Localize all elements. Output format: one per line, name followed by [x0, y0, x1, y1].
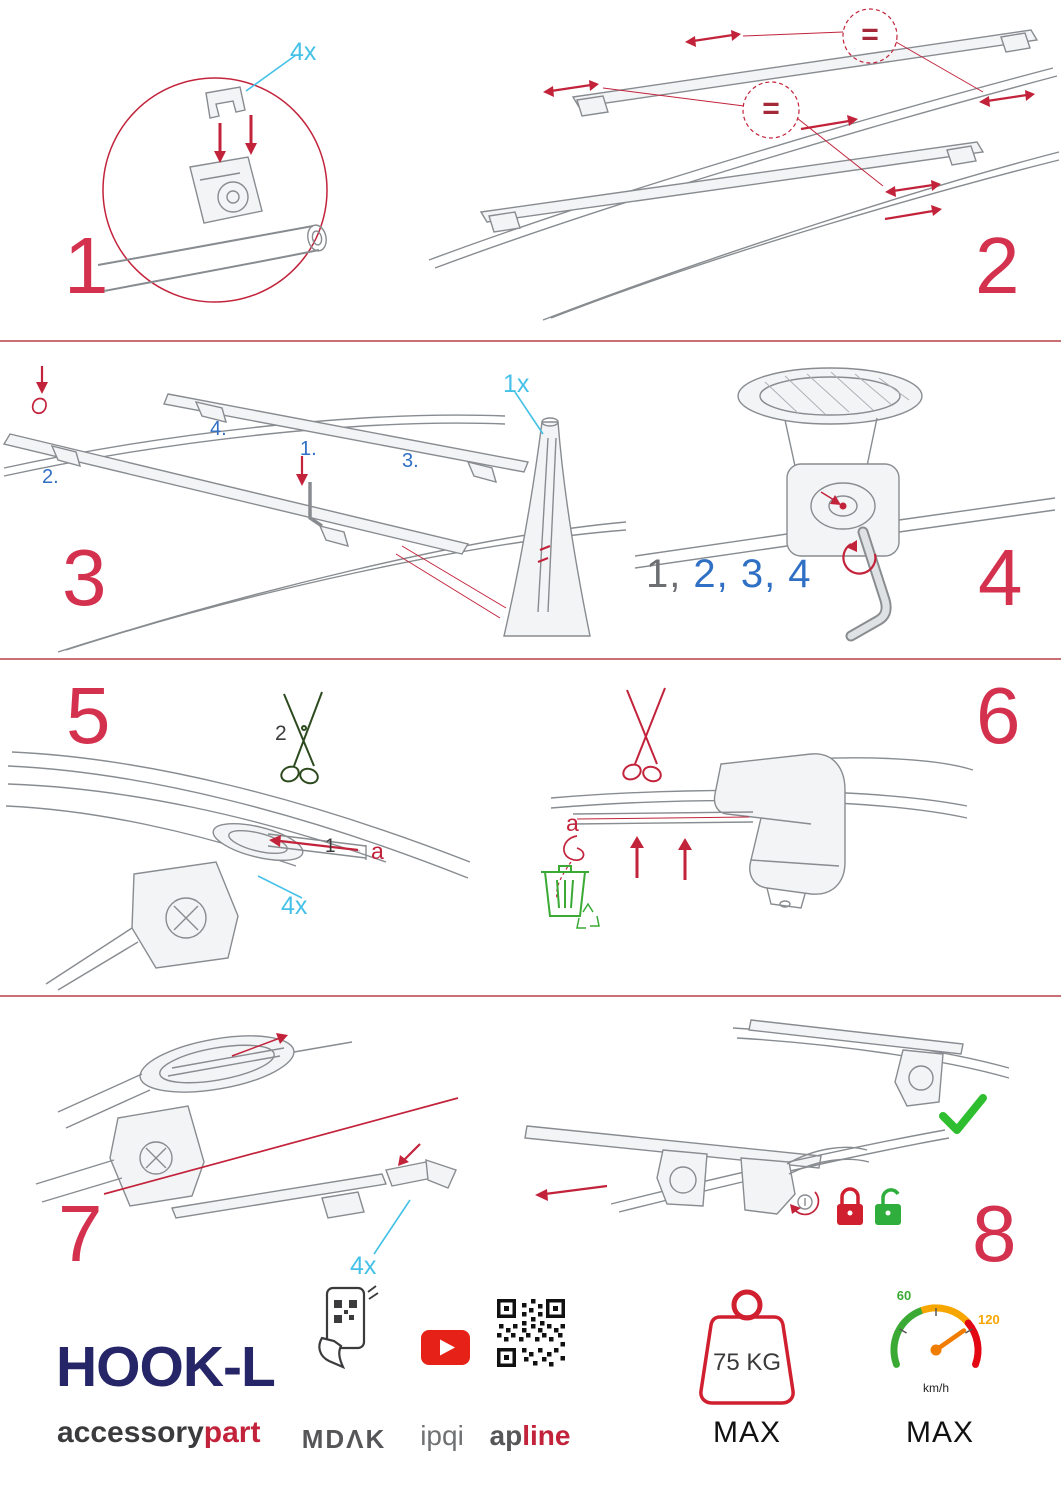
step-7-illustration [35, 1033, 459, 1255]
speedometer-icon: 60 120 km/h [890, 1288, 1000, 1395]
step-1-number: 1 [64, 221, 109, 310]
sequence-done: 1, [646, 552, 682, 596]
step-5-pull-label: 1 [325, 836, 336, 857]
product-name: HOOK-L [56, 1335, 276, 1399]
logo-ap-gray: ap [489, 1420, 523, 1451]
step-3-number: 3 [62, 533, 107, 622]
sequence-next: 2, 3, 4 [693, 552, 812, 596]
step-1-quantity-label: 4x [290, 38, 317, 66]
max-weight-icon: 75 KG [699, 1289, 795, 1405]
brand-logo: accessorypart [57, 1416, 260, 1450]
logo-ap-red: line [522, 1420, 571, 1451]
step-6-strap-label: a [566, 810, 579, 836]
step-8-illustration [524, 1019, 1010, 1225]
speed-high-label: 120 [978, 1312, 1000, 1327]
section-divider [0, 995, 1061, 997]
section-divider [0, 340, 1061, 342]
scissors-icon [280, 691, 323, 785]
step-3-marker-3: 3. [402, 450, 419, 472]
step-7-quantity-label: 4x [350, 1252, 377, 1280]
speed-max-label: MAX [905, 1416, 974, 1449]
step-2-number: 2 [975, 221, 1020, 310]
lock-open-icon [875, 1188, 901, 1225]
qr-code-icon [497, 1299, 565, 1367]
step-3-quantity-label: 1x [503, 370, 530, 398]
step-3-illustration [2, 366, 627, 653]
step-8-number: 8 [972, 1189, 1017, 1278]
phone-qr-scan-icon [318, 1285, 379, 1370]
youtube-icon [421, 1330, 470, 1365]
brand-red: part [203, 1416, 261, 1449]
trash-bin-icon [541, 865, 589, 917]
step-4-illustration [634, 367, 1056, 642]
step-7-number: 7 [58, 1189, 103, 1278]
step-5-quantity-label: 4x [281, 892, 308, 920]
step-4-number: 4 [978, 533, 1023, 622]
step-2-illustration [428, 8, 1060, 321]
logo-apline: apline [476, 1420, 584, 1452]
brand-gray: accessory [57, 1416, 204, 1449]
step-6-number: 6 [976, 671, 1021, 760]
step-3-marker-4: 4. [210, 418, 227, 440]
weight-max-label: MAX [712, 1416, 781, 1449]
scissors-icon [622, 687, 666, 783]
weight-value: 75 KG [713, 1349, 781, 1376]
step-5-illustration [5, 691, 471, 991]
lock-closed-icon [837, 1187, 863, 1225]
step-6-illustration [541, 687, 974, 929]
step-3-marker-2: 2. [42, 466, 59, 488]
section-divider [0, 658, 1061, 660]
step-3-marker-1: 1. [300, 438, 317, 460]
logo-mdak: MDΛK [301, 1424, 387, 1454]
step-5-number: 5 [66, 671, 111, 760]
speed-low-label: 60 [897, 1288, 911, 1303]
step-1-illustration [97, 54, 328, 303]
logo-ipqi: ipqi [420, 1420, 464, 1451]
recycle-icon [576, 902, 600, 929]
equal-spacing-symbol: = [861, 18, 879, 51]
step-4-sequence: 1,2, 3, 4 [646, 552, 812, 597]
speed-unit-label: km/h [923, 1381, 949, 1395]
equal-spacing-symbol: = [762, 92, 780, 125]
check-icon [939, 1094, 987, 1134]
step-5-cut-label: 2 [275, 722, 287, 745]
step-5-strap-label: a [371, 838, 384, 864]
